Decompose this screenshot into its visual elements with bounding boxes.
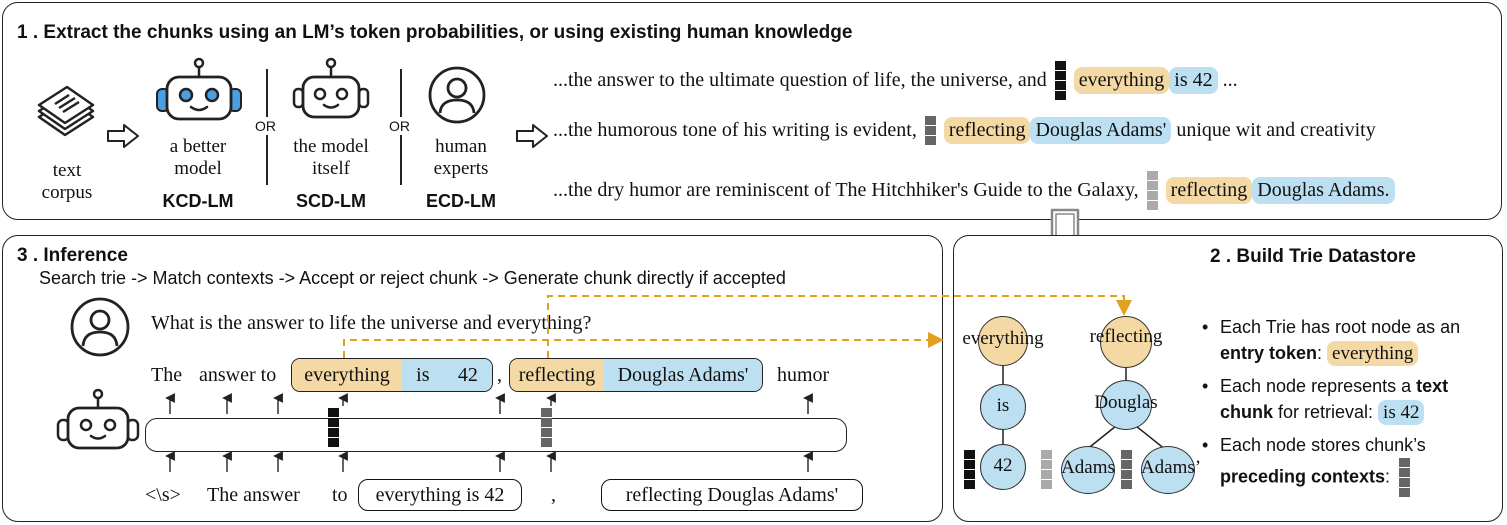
method-name-scd: SCD-LM — [296, 191, 366, 211]
trie-node — [1100, 380, 1152, 430]
source-label-kcd: a better model — [169, 136, 227, 179]
bullet-item: • Each Trie has root node as an entry to… — [1202, 317, 1461, 366]
trie-node-label: Douglas — [1094, 392, 1158, 413]
example-sentence-1: ...the answer to the ultimate question o… — [553, 61, 1238, 100]
example-sentence-2: ...the humorous tone of his writing is e… — [553, 116, 1376, 145]
trie-root-node — [1100, 316, 1152, 368]
chunk-entry-token: everything — [292, 359, 402, 391]
context-prob-bar-icon — [964, 450, 975, 489]
bullet-item: • Each node stores chunk’s preceding con… — [1202, 432, 1492, 497]
context-prob-bar-icon — [328, 408, 339, 447]
method-name-ecd: ECD-LM — [426, 191, 496, 211]
text-chunk-chip: is 42 — [1378, 400, 1425, 425]
input-token: to — [332, 484, 348, 506]
or-label: OR — [255, 117, 276, 135]
trie-node-label: Adams — [1061, 457, 1115, 478]
output-token: humor — [777, 364, 830, 386]
trie-node-label: Adams’ — [1140, 457, 1202, 478]
method-name-kcd: KCD-LM — [162, 191, 234, 211]
user-question: What is the answer to life the universe … — [151, 312, 592, 334]
chunk-entry-token: reflecting — [1165, 177, 1253, 204]
chunk-text: Douglas Adams' — [604, 359, 762, 391]
chunk-entry-token: reflecting — [943, 117, 1031, 144]
document-stack-icon — [37, 85, 95, 137]
robot-better-model-icon — [156, 57, 242, 121]
context-prob-bar-icon — [1054, 61, 1066, 100]
right-arrow-icon — [107, 124, 139, 148]
or-label: OR — [389, 117, 410, 135]
output-token: answer to — [199, 364, 277, 386]
context-prob-bar-icon — [1146, 171, 1158, 210]
chunk-entry-token: everything — [1073, 67, 1170, 94]
context-prob-bar-icon — [1399, 458, 1411, 497]
right-arrow-icon — [516, 124, 548, 148]
context-prob-bar-icon — [541, 408, 552, 447]
lm-bar — [145, 418, 847, 452]
input-chunk-1: everything is 42 — [358, 479, 522, 511]
trie-root-node — [978, 316, 1028, 366]
context-prob-bar-icon — [1121, 450, 1132, 489]
chunk-text: Douglas Adams. — [1252, 177, 1395, 204]
panel-inference: 3 . Inference Search trie -> Match conte… — [2, 235, 943, 522]
trie-node-label: is — [996, 395, 1010, 416]
example-sentence-3: ...the dry humor are reminiscent of The … — [553, 171, 1395, 210]
input-chunk-2: reflecting Douglas Adams' — [601, 479, 863, 511]
human-expert-icon — [428, 66, 486, 124]
panel-build-trie: 2 . Build Trie Datastore everything is 4… — [953, 235, 1503, 522]
context-prob-bar-icon — [924, 116, 936, 145]
corpus-label: text corpus — [41, 160, 93, 203]
panel-extract-chunks: 1 . Extract the chunks using an LM’s tok… — [2, 2, 1502, 220]
user-icon — [70, 297, 130, 357]
token-arrows — [165, 393, 813, 472]
bullet-item: • Each node represents a text chunk for … — [1202, 376, 1449, 425]
output-token: The — [151, 364, 183, 386]
trie-node — [980, 384, 1026, 430]
trie-node — [980, 444, 1026, 490]
input-token: The answer — [207, 484, 300, 506]
input-token: <\s> — [145, 484, 181, 506]
chunk-text: Douglas Adams' — [1030, 117, 1172, 144]
source-label-scd: the model itself — [293, 136, 369, 179]
trie-description: • Each Trie has root node as an entry to… — [1202, 314, 1492, 497]
robot-icon — [56, 388, 140, 450]
panel3-title: 3 . Inference — [17, 245, 128, 266]
context-prob-bar-icon — [1041, 450, 1052, 489]
panel1-title: 1 . Extract the chunks using an LM’s tok… — [17, 22, 853, 43]
chunk-entry-token: reflecting — [510, 359, 604, 391]
robot-model-itself-icon — [292, 57, 370, 119]
input-token: , — [551, 484, 556, 506]
source-label-ecd: human experts — [433, 136, 489, 179]
panel2-title: 2 . Build Trie Datastore — [1210, 246, 1416, 267]
output-token: , — [497, 364, 502, 386]
output-chunk-2: reflecting Douglas Adams' — [509, 358, 763, 392]
chunk-text: is 42 — [1169, 67, 1218, 94]
trie-node-label: 42 — [993, 455, 1013, 476]
panel3-subtitle: Search trie -> Match contexts -> Accept … — [39, 268, 786, 288]
trie-node — [1141, 446, 1195, 494]
trie-root-label: reflecting — [1089, 326, 1163, 347]
trie-root-label: everything — [962, 328, 1044, 349]
trie-node — [1061, 446, 1115, 494]
entry-token-chip: everything — [1327, 341, 1419, 366]
